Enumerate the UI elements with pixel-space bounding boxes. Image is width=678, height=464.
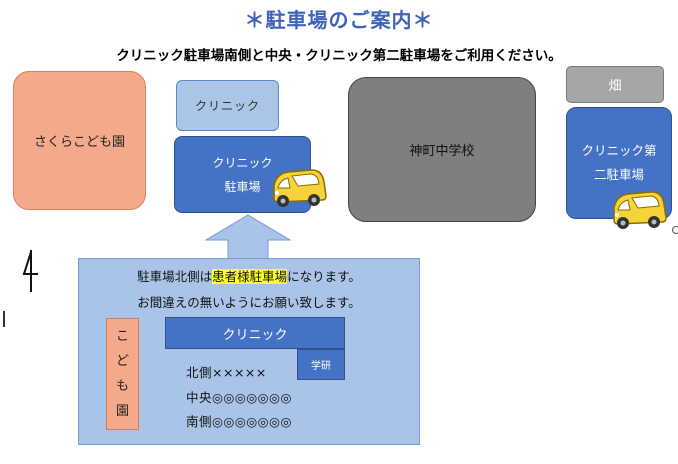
clinic2-line1: クリニック第 (581, 143, 657, 158)
clinic-building-block: クリニック (176, 80, 279, 131)
clinic-parking-line2: 駐車場 (224, 179, 261, 194)
page-subtitle: クリニック駐車場南側と中央・クリニック第二駐車場をご利用ください。 (116, 48, 562, 64)
up-arrow-icon (205, 214, 291, 260)
clinic2-line2: 二駐車場 (593, 167, 644, 182)
info-line-1-pre: 駐車場北側は (137, 269, 213, 284)
text-cursor-mark (3, 311, 5, 327)
kindergarten-mini-block: こ ど も 園 (106, 318, 139, 430)
edge-circle-mark (672, 226, 678, 234)
parking-row-north: 北側××××× (186, 365, 267, 380)
parking-row-south: 南側◎◎◎◎◎◎◎ (186, 414, 292, 429)
clinic-parking-line1: クリニック (212, 155, 273, 170)
info-line-2: お間違えの無いようにお願い致します。 (137, 295, 361, 310)
info-line-1: 駐車場北側は患者様駐車場になります。 (78, 266, 420, 285)
kodomo-char: ど (115, 354, 129, 369)
kodomo-char: 園 (115, 404, 129, 419)
patient-parking-highlight: 患者様駐車場 (212, 269, 288, 284)
north-mark-icon (22, 250, 38, 292)
info-line-1-post: になります。 (287, 269, 361, 284)
parking-row-center: 中央◎◎◎◎◎◎◎ (186, 390, 292, 405)
clinic-mini-block: クリニック (165, 317, 345, 349)
kodomo-char: こ (115, 329, 129, 344)
gakken-mini-block: 学研 (297, 349, 345, 380)
sakura-kindergarten-block: さくらこども園 (13, 71, 146, 210)
field-block: 畑 (566, 66, 664, 103)
kodomo-char: も (115, 379, 129, 394)
car-icon (273, 169, 327, 207)
middle-school-block: 神町中学校 (348, 77, 536, 222)
car-icon (613, 191, 667, 229)
page-title: ＊駐車場のご案内＊ (244, 8, 434, 32)
